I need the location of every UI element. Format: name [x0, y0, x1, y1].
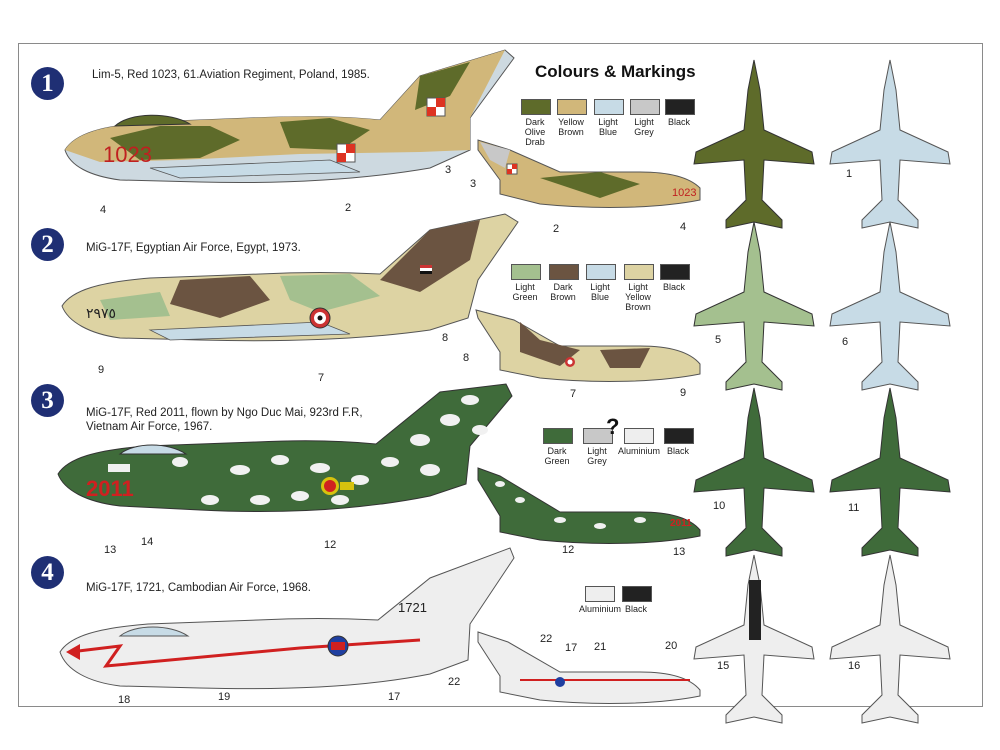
aircraft-4-bottom-view [829, 554, 951, 724]
callout: 11 [848, 502, 860, 514]
swatch-dark-olive-drab [521, 99, 551, 115]
swatch-label: Dark Olive Drab [524, 117, 546, 147]
callout: 3 [445, 164, 452, 176]
callout: 4 [680, 221, 687, 233]
profile-caption-1: Lim-5, Red 1023, 61.Aviation Regiment, P… [92, 69, 370, 81]
serial-arabic: ٢٩٧٥ [86, 306, 116, 322]
swatch-light-grey [630, 99, 660, 115]
callout: 6 [842, 336, 849, 348]
aircraft-3-side-large: 2011 [57, 383, 513, 512]
profile-number-2: 2 [31, 228, 64, 261]
aircraft-2-side-small [475, 309, 701, 382]
swatch-label: Light Green [512, 282, 538, 302]
aircraft-4-top-view [693, 554, 815, 724]
callout: 2 [553, 223, 560, 235]
swatch-aluminium [585, 586, 615, 602]
aircraft-1-bottom-view [829, 59, 951, 229]
serial-1721: 1721 [398, 600, 427, 615]
aircraft-1-side-large: 1023 [64, 49, 515, 183]
profile-caption-3: MiG-17F, Red 2011, flown by Ngo Duc Mai,… [86, 407, 363, 433]
callout: 9 [98, 364, 105, 376]
swatch-aluminium [624, 428, 654, 444]
swatch-label: Light Yellow Brown [625, 282, 651, 312]
swatch-label: Black [667, 117, 690, 127]
callout: 14 [141, 536, 154, 548]
aircraft-3-bottom-view [829, 387, 951, 557]
callout: 9 [680, 387, 687, 399]
callout: 4 [100, 204, 107, 216]
swatch-label: Aluminium [578, 604, 621, 614]
callout: 18 [118, 694, 131, 706]
swatch-black [622, 586, 652, 602]
aircraft-3-top-view [693, 387, 815, 557]
callout: 22 [540, 633, 553, 645]
aircraft-2-top-view [693, 221, 815, 391]
unknown-colour-mark: ? [606, 414, 620, 439]
swatch-light-blue [586, 264, 616, 280]
callout: 21 [594, 641, 607, 653]
callout: 16 [848, 660, 861, 672]
swatch-yellow-brown [557, 99, 587, 115]
aircraft-1-top-view [693, 59, 815, 229]
swatch-label: Black [666, 446, 689, 456]
swatch-light-grey [583, 428, 613, 444]
profile-number-4: 4 [31, 556, 64, 589]
page-title: Colours & Markings [535, 62, 696, 81]
swatch-black [664, 428, 694, 444]
callout: 15 [717, 660, 730, 672]
callout: 8 [463, 352, 470, 364]
swatch-label: Light Grey [634, 117, 654, 137]
callout: 3 [470, 178, 477, 190]
aircraft-2-side-large: ٢٩٧٥ [61, 213, 519, 342]
profile-caption-4: MiG-17F, 1721, Cambodian Air Force, 1968… [86, 582, 312, 594]
callout: 19 [218, 691, 231, 703]
callout: 13 [673, 546, 686, 558]
callout: 8 [442, 332, 449, 344]
callout: 20 [665, 640, 678, 652]
swatch-dark-green [543, 428, 573, 444]
callout: 1 [846, 168, 853, 180]
swatch-label: Black [624, 604, 647, 614]
swatch-label: Light Blue [598, 117, 618, 137]
callout: 2 [345, 202, 352, 214]
callout: 17 [565, 642, 578, 654]
swatch-label: Light Grey [587, 446, 607, 466]
callout: 17 [388, 691, 401, 703]
swatch-label: Black [662, 282, 685, 292]
swatch-label: Dark Brown [550, 282, 576, 302]
swatch-label: Dark Green [544, 446, 570, 466]
swatch-light-yellow-brown [624, 264, 654, 280]
swatch-label: Aluminium [617, 446, 660, 456]
profile-number-3: 3 [31, 384, 64, 417]
swatch-label: Light Blue [590, 282, 610, 302]
callout: 13 [104, 544, 117, 556]
callout: 22 [448, 676, 461, 688]
swatch-dark-brown [549, 264, 579, 280]
aircraft-4-side-small [477, 631, 701, 704]
aircraft-2-bottom-view [829, 221, 951, 391]
svg-text:1023: 1023 [672, 187, 696, 199]
aircraft-3-side-small: 2011 [477, 467, 701, 544]
callout: 7 [318, 372, 325, 384]
callout: 5 [715, 334, 722, 346]
svg-text:2011: 2011 [670, 518, 692, 529]
callout: 10 [713, 500, 726, 512]
profile-number-1: 1 [31, 67, 64, 100]
aircraft-1-side-small: 1023 [477, 139, 701, 208]
swatch-light-green [511, 264, 541, 280]
callout: 12 [562, 544, 575, 556]
swatch-black [660, 264, 690, 280]
serial-2011: 2011 [86, 476, 134, 501]
profile-caption-2: MiG-17F, Egyptian Air Force, Egypt, 1973… [86, 242, 301, 254]
aircraft-4-side-large: 1721 [59, 547, 515, 690]
serial-1023: 1023 [103, 142, 152, 167]
swatch-label: Yellow Brown [558, 117, 584, 137]
callout: 12 [324, 539, 337, 551]
swatch-light-blue [594, 99, 624, 115]
swatch-black [665, 99, 695, 115]
callout: 7 [570, 388, 577, 400]
